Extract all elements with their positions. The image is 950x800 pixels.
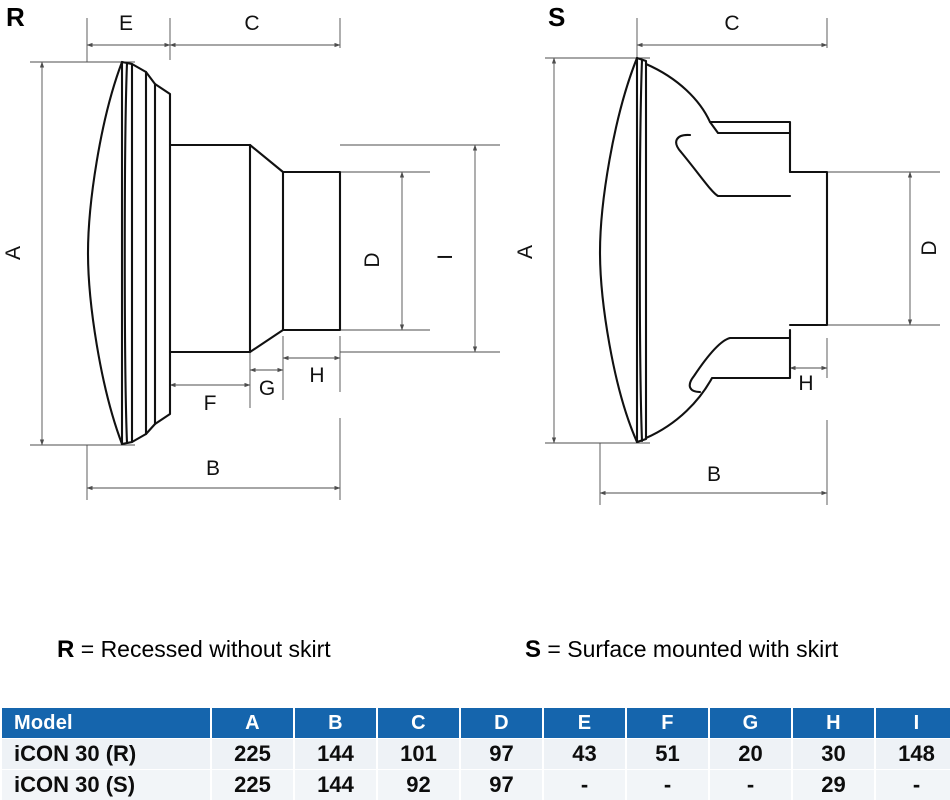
cell-a: 225 bbox=[212, 739, 293, 769]
cell-d: 97 bbox=[461, 770, 542, 800]
cell-a: 225 bbox=[212, 770, 293, 800]
cell-f: - bbox=[627, 770, 708, 800]
table-header-h: H bbox=[793, 708, 874, 738]
dim-label-E-left: E bbox=[119, 12, 133, 35]
dim-label-C-right: C bbox=[724, 12, 739, 35]
legend-item-surface: S = Surface mounted with skirt bbox=[525, 636, 838, 664]
r-dimension-lines bbox=[39, 42, 478, 491]
dim-label-A-left: A bbox=[2, 246, 25, 260]
dim-label-D-right: D bbox=[918, 240, 941, 255]
s-product-outline bbox=[598, 56, 829, 444]
table-header-f: F bbox=[627, 708, 708, 738]
table-header-g: G bbox=[710, 708, 791, 738]
table-header-d: D bbox=[461, 708, 542, 738]
specification-table-wrapper: Model A B C D E F G H I iCON 30 (R) 225 … bbox=[0, 707, 950, 800]
dim-label-B-left: B bbox=[206, 457, 220, 480]
table-header-i: I bbox=[876, 708, 950, 738]
cell-c: 92 bbox=[378, 770, 459, 800]
dim-label-H-right: H bbox=[798, 372, 813, 395]
cell-h: 30 bbox=[793, 739, 874, 769]
r-product-outline bbox=[86, 60, 342, 446]
dim-label-A-right: A bbox=[514, 245, 537, 259]
table-header-e: E bbox=[544, 708, 625, 738]
cell-model: iCON 30 (S) bbox=[2, 770, 210, 800]
legend-row: R = Recessed without skirt S = Surface m… bbox=[0, 632, 950, 680]
cell-i: - bbox=[876, 770, 950, 800]
dim-label-F-left: F bbox=[204, 392, 217, 415]
cell-e: 43 bbox=[544, 739, 625, 769]
cell-i: 148 bbox=[876, 739, 950, 769]
legend-equals-r: = bbox=[74, 636, 101, 662]
table-header-c: C bbox=[378, 708, 459, 738]
dim-label-D-left: D bbox=[361, 252, 384, 267]
view-label-surface: S bbox=[548, 2, 566, 32]
specification-table: Model A B C D E F G H I iCON 30 (R) 225 … bbox=[0, 707, 950, 800]
table-row: iCON 30 (S) 225 144 92 97 - - - 29 - bbox=[2, 770, 950, 800]
dimensioned-drawings-svg: E C A B D I F G H C A B D H bbox=[2, 12, 941, 505]
legend-key-r: R bbox=[57, 636, 75, 663]
s-extension-lines bbox=[545, 18, 940, 505]
table-header-b: B bbox=[295, 708, 376, 738]
legend-equals-s: = bbox=[541, 636, 568, 662]
dim-label-C-left: C bbox=[244, 12, 259, 35]
cell-f: 51 bbox=[627, 739, 708, 769]
dimension-letters: E C A B D I F G H C A B D H bbox=[2, 12, 941, 486]
dim-label-G-left: G bbox=[259, 377, 275, 400]
cell-e: - bbox=[544, 770, 625, 800]
cell-g: - bbox=[710, 770, 791, 800]
table-header-model: Model bbox=[2, 708, 210, 738]
legend-item-recessed: R = Recessed without skirt bbox=[57, 636, 331, 664]
view-label-recessed: R bbox=[6, 2, 25, 32]
s-dimension-lines bbox=[551, 42, 913, 496]
cell-c: 101 bbox=[378, 739, 459, 769]
legend-key-s: S bbox=[525, 636, 542, 663]
cell-model: iCON 30 (R) bbox=[2, 739, 210, 769]
table-row: iCON 30 (R) 225 144 101 97 43 51 20 30 1… bbox=[2, 739, 950, 769]
cell-d: 97 bbox=[461, 739, 542, 769]
cell-b: 144 bbox=[295, 770, 376, 800]
legend-text-r: Recessed without skirt bbox=[100, 636, 331, 662]
table-header-row: Model A B C D E F G H I bbox=[2, 708, 950, 738]
drawings-area: E C A B D I F G H C A B D H R S bbox=[2, 2, 941, 505]
dim-label-I-left: I bbox=[434, 254, 457, 260]
cell-h: 29 bbox=[793, 770, 874, 800]
dim-label-H-left: H bbox=[309, 364, 324, 387]
cell-g: 20 bbox=[710, 739, 791, 769]
r-extension-lines bbox=[30, 18, 500, 500]
legend-text-s: Surface mounted with skirt bbox=[567, 636, 839, 662]
table-header-a: A bbox=[212, 708, 293, 738]
cell-b: 144 bbox=[295, 739, 376, 769]
dim-label-B-right: B bbox=[707, 463, 721, 486]
